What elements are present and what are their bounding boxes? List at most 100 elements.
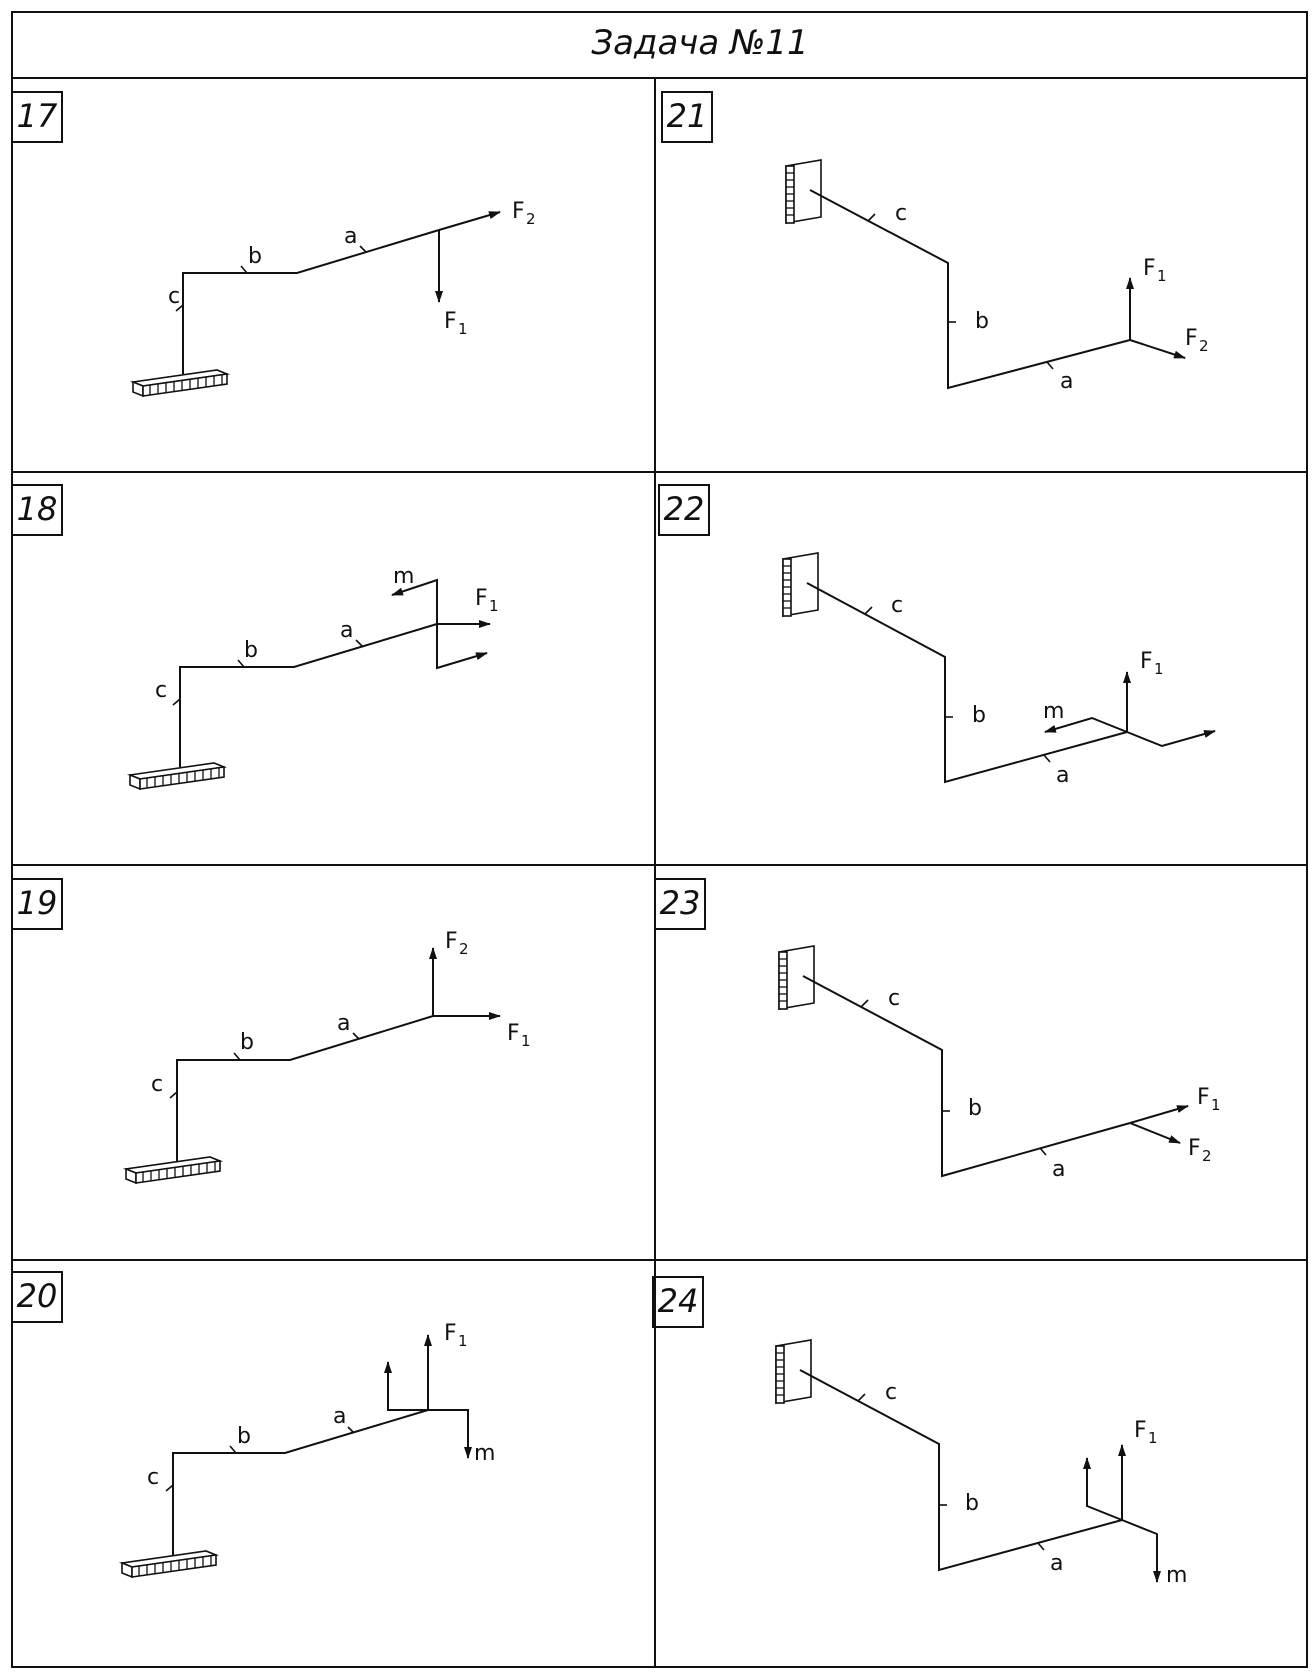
force-subscript: 2: [1199, 337, 1209, 355]
frame-bar: [182, 229, 440, 374]
label-a: a: [1056, 763, 1069, 788]
force-label: F: [1188, 1136, 1201, 1161]
label-b: b: [972, 703, 986, 728]
label-b: b: [244, 638, 258, 663]
panel-24: 24 c b a F 1 m: [652, 1276, 1187, 1588]
force-subscript: 2: [459, 940, 469, 958]
label-b: b: [240, 1030, 254, 1055]
force-label: F: [445, 929, 458, 954]
moment-label: m: [1166, 1563, 1187, 1588]
panel-number: 17: [17, 97, 58, 135]
label-c: c: [888, 986, 900, 1011]
floor-support: [118, 1550, 220, 1579]
floor-support: [122, 1156, 224, 1185]
panel-number: 20: [17, 1277, 58, 1315]
frame-bar: [172, 1409, 429, 1555]
force-f1-arrow: [1129, 1105, 1189, 1124]
panel-number-box: [658, 484, 710, 536]
panel-number: 18: [17, 490, 58, 528]
frame-bar: [176, 1015, 434, 1161]
moment-arm-upper: [391, 578, 438, 624]
sheet-border: [11, 11, 1308, 1668]
force-subscript: 1: [1157, 267, 1167, 285]
force-subscript: 2: [1202, 1147, 1212, 1165]
label-c: c: [147, 1465, 159, 1490]
label-a: a: [340, 618, 353, 643]
panel-number-box: [661, 91, 713, 143]
label-b: b: [968, 1096, 982, 1121]
frame-bar: [809, 189, 1131, 390]
panel-number-box: [11, 484, 63, 536]
force-subscript: 1: [458, 1332, 468, 1350]
panel-21: 21 c b a F 1 F 2: [661, 91, 1209, 394]
force-f2-arrow: [1129, 339, 1186, 359]
label-c: c: [151, 1072, 163, 1097]
label-c: c: [885, 1380, 897, 1405]
force-label: F: [507, 1021, 520, 1046]
label-a: a: [1060, 369, 1073, 394]
panel-23: 23 c b a F 1 F 2: [654, 878, 1221, 1182]
force-subscript: 1: [458, 320, 468, 338]
panel-number: 19: [17, 884, 58, 922]
force-label: F: [1134, 1418, 1147, 1443]
force-subscript: 1: [489, 597, 499, 615]
force-label: F: [1140, 649, 1153, 674]
panel-number-box: [654, 878, 706, 930]
panel-20: 20 c b a F 1 m: [11, 1271, 495, 1579]
force-label: F: [1185, 326, 1198, 351]
moment-arm-upper: [1044, 716, 1128, 733]
wall-support: [778, 945, 815, 1010]
moment-label: m: [1043, 699, 1064, 724]
panel-17: 17 c b a F 2 F 1: [11, 91, 536, 398]
label-b: b: [965, 1491, 979, 1516]
panel-22: 22 c b a F 1 m: [658, 484, 1216, 788]
label-a: a: [337, 1011, 350, 1036]
label-c: c: [168, 284, 180, 309]
label-b: b: [248, 244, 262, 269]
label-a: a: [1050, 1551, 1063, 1576]
floor-support: [129, 369, 231, 398]
force-f2-arrow: [1129, 1122, 1181, 1144]
force-label: F: [512, 199, 525, 224]
label-b: b: [975, 309, 989, 334]
moment-arm-lower: [1121, 1519, 1161, 1583]
moment-arm-lower: [1126, 730, 1216, 748]
frame-bar: [802, 975, 1131, 1178]
panel-19: 19 c b a F 2 F 1: [11, 878, 531, 1185]
panel-number-box: [652, 1276, 704, 1328]
label-a: a: [344, 224, 357, 249]
frame-bar: [799, 1369, 1123, 1572]
floor-support: [126, 762, 228, 791]
panel-number: 22: [664, 490, 705, 528]
force-subscript: 1: [521, 1032, 531, 1050]
label-c: c: [891, 593, 903, 618]
label-c: c: [895, 201, 907, 226]
moment-arm-upper: [1083, 1457, 1123, 1521]
panel-number-box: [11, 1271, 63, 1323]
panel-number-box: [11, 91, 63, 143]
force-f2-arrow: [438, 211, 501, 231]
moment-arm-lower: [436, 624, 488, 670]
label-c: c: [155, 678, 167, 703]
panel-18: 18 c b a F 1 m: [11, 484, 499, 791]
force-subscript: 2: [526, 210, 536, 228]
wall-support: [782, 552, 819, 617]
wall-support: [775, 1339, 812, 1404]
force-subscript: 1: [1211, 1096, 1221, 1114]
panel-number-box: [11, 878, 63, 930]
panel-number: 23: [660, 884, 701, 922]
frame-bar: [806, 582, 1128, 784]
force-label: F: [444, 309, 457, 334]
page-title: Задача №11: [591, 23, 808, 63]
label-a: a: [333, 1404, 346, 1429]
force-label: F: [475, 586, 488, 611]
label-b: b: [237, 1424, 251, 1449]
force-subscript: 1: [1154, 660, 1164, 678]
moment-arm-lower: [428, 1409, 472, 1459]
panel-number: 21: [667, 97, 708, 135]
panel-number: 24: [658, 1282, 699, 1320]
force-label: F: [1197, 1085, 1210, 1110]
moment-arm-upper: [384, 1361, 428, 1411]
force-subscript: 1: [1148, 1429, 1158, 1447]
